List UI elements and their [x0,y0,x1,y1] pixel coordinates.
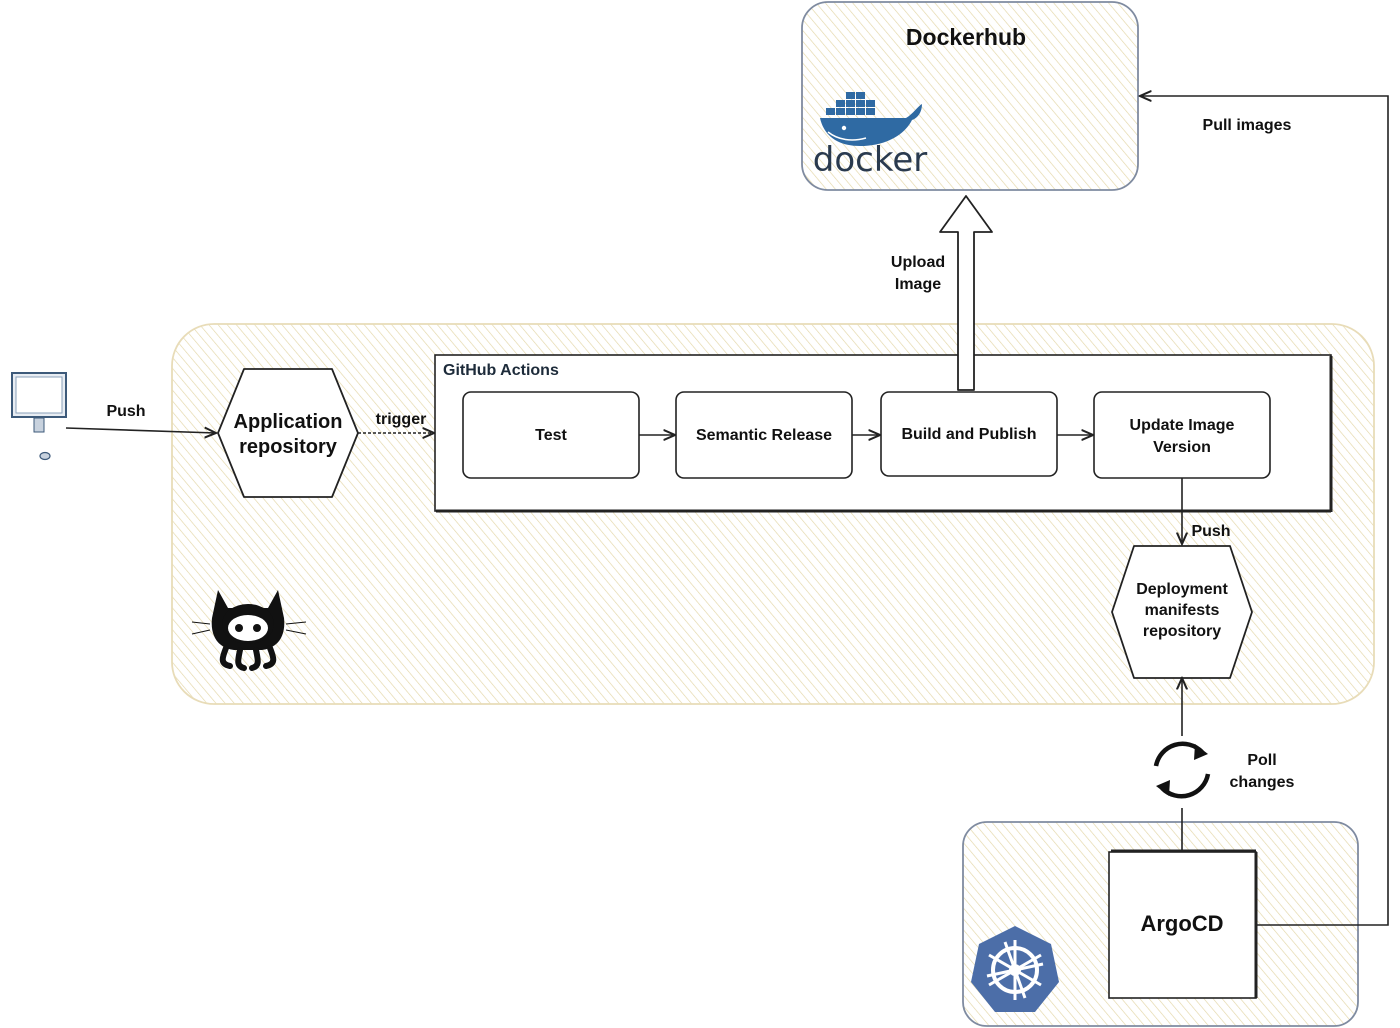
dockerhub-container: Dockerhub docker [801,1,1139,191]
svg-text:Deployment: Deployment [1136,581,1228,598]
svg-text:Application: Application [234,411,343,433]
docker-logo-text: docker [813,140,927,180]
edge-pull-images [1140,96,1389,926]
upload-image-arrow [939,195,993,391]
argocd-label: ArgoCD [1140,911,1223,936]
application-repository: Application repository [217,368,359,498]
svg-text:Version: Version [1153,439,1211,456]
sync-icon [1153,741,1211,799]
svg-text:Semantic Release: Semantic Release [696,427,832,444]
edge-label-push-right: Push [1191,523,1230,540]
step-build-and-publish: Build and Publish [880,391,1058,477]
edge-label-push-left: Push [106,403,145,420]
edge-label-poll-1: Poll [1247,752,1276,769]
github-actions-title: GitHub Actions [443,362,559,379]
edge-label-poll-2: changes [1230,774,1295,791]
svg-text:Test: Test [535,427,567,444]
edge-push-computer [65,428,216,433]
docker-whale-icon [820,92,922,146]
svg-text:repository: repository [239,436,338,458]
edge-label-upload-1: Upload [891,254,945,271]
svg-text:repository: repository [1143,623,1221,640]
deployment-manifests-repository: Deployment manifests repository [1111,545,1253,679]
kubernetes-helm-icon [971,926,1059,1012]
svg-text:manifests: manifests [1145,602,1220,619]
svg-text:Update Image: Update Image [1130,417,1235,434]
step-semantic-release: Semantic Release [675,391,853,479]
svg-text:Build and Publish: Build and Publish [901,426,1036,443]
edge-label-upload-2: Image [895,276,941,293]
edge-label-pull-images: Pull images [1203,117,1292,134]
edge-label-trigger: trigger [376,411,427,428]
argocd-box: ArgoCD [1108,849,1258,999]
step-test: Test [462,391,640,479]
computer-icon [11,372,67,461]
github-octocat-icon [191,590,307,671]
dockerhub-title: Dockerhub [906,24,1026,50]
step-update-image-version: Update Image Version [1093,391,1271,479]
